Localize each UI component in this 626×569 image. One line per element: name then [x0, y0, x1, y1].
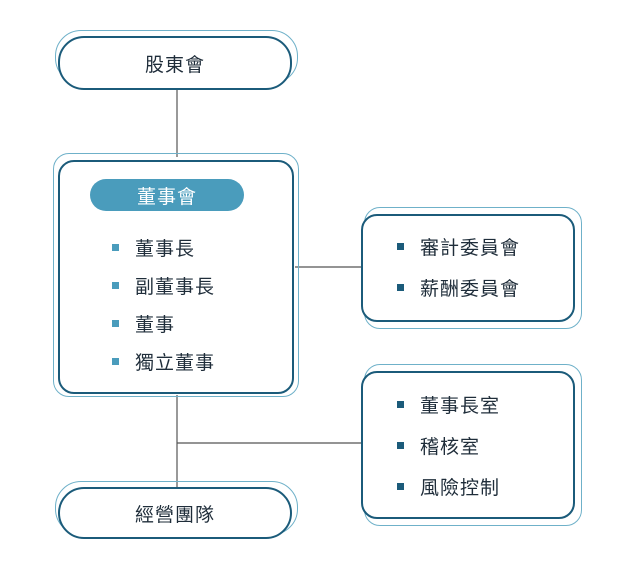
committees-list: 審計委員會 薪酬委員會: [397, 226, 520, 308]
bullet-icon: [397, 483, 404, 490]
bullet-icon: [397, 401, 404, 408]
list-item: 獨立董事: [112, 342, 215, 380]
list-item: 董事長室: [397, 384, 500, 425]
list-item: 審計委員會: [397, 226, 520, 267]
bullet-icon: [112, 281, 119, 289]
list-item: 董事: [112, 304, 215, 342]
board-outline: [53, 153, 299, 397]
list-item: 風險控制: [397, 466, 500, 507]
committees-node: [361, 214, 575, 322]
bullet-icon: [112, 243, 119, 251]
bullet-icon: [397, 442, 404, 449]
offices-list: 董事長室 稽核室 風險控制: [397, 384, 500, 507]
board-title-badge: 董事會: [90, 179, 244, 211]
list-item: 稽核室: [397, 425, 500, 466]
shareholders-node: 股東會: [58, 36, 292, 90]
bullet-icon: [397, 284, 404, 291]
bullet-icon: [397, 243, 404, 250]
board-label: 董事會: [136, 185, 197, 208]
bullet-icon: [112, 357, 119, 365]
list-item: 薪酬委員會: [397, 267, 520, 308]
list-item: 董事長: [112, 228, 215, 266]
board-members-list: 董事長 副董事長 董事 獨立董事: [112, 228, 215, 380]
list-item: 副董事長: [112, 266, 215, 304]
management-label: 經營團隊: [134, 503, 215, 526]
offices-node: [361, 371, 575, 519]
shareholders-label: 股東會: [144, 53, 205, 76]
bullet-icon: [112, 319, 119, 327]
management-node: 經營團隊: [58, 487, 292, 539]
